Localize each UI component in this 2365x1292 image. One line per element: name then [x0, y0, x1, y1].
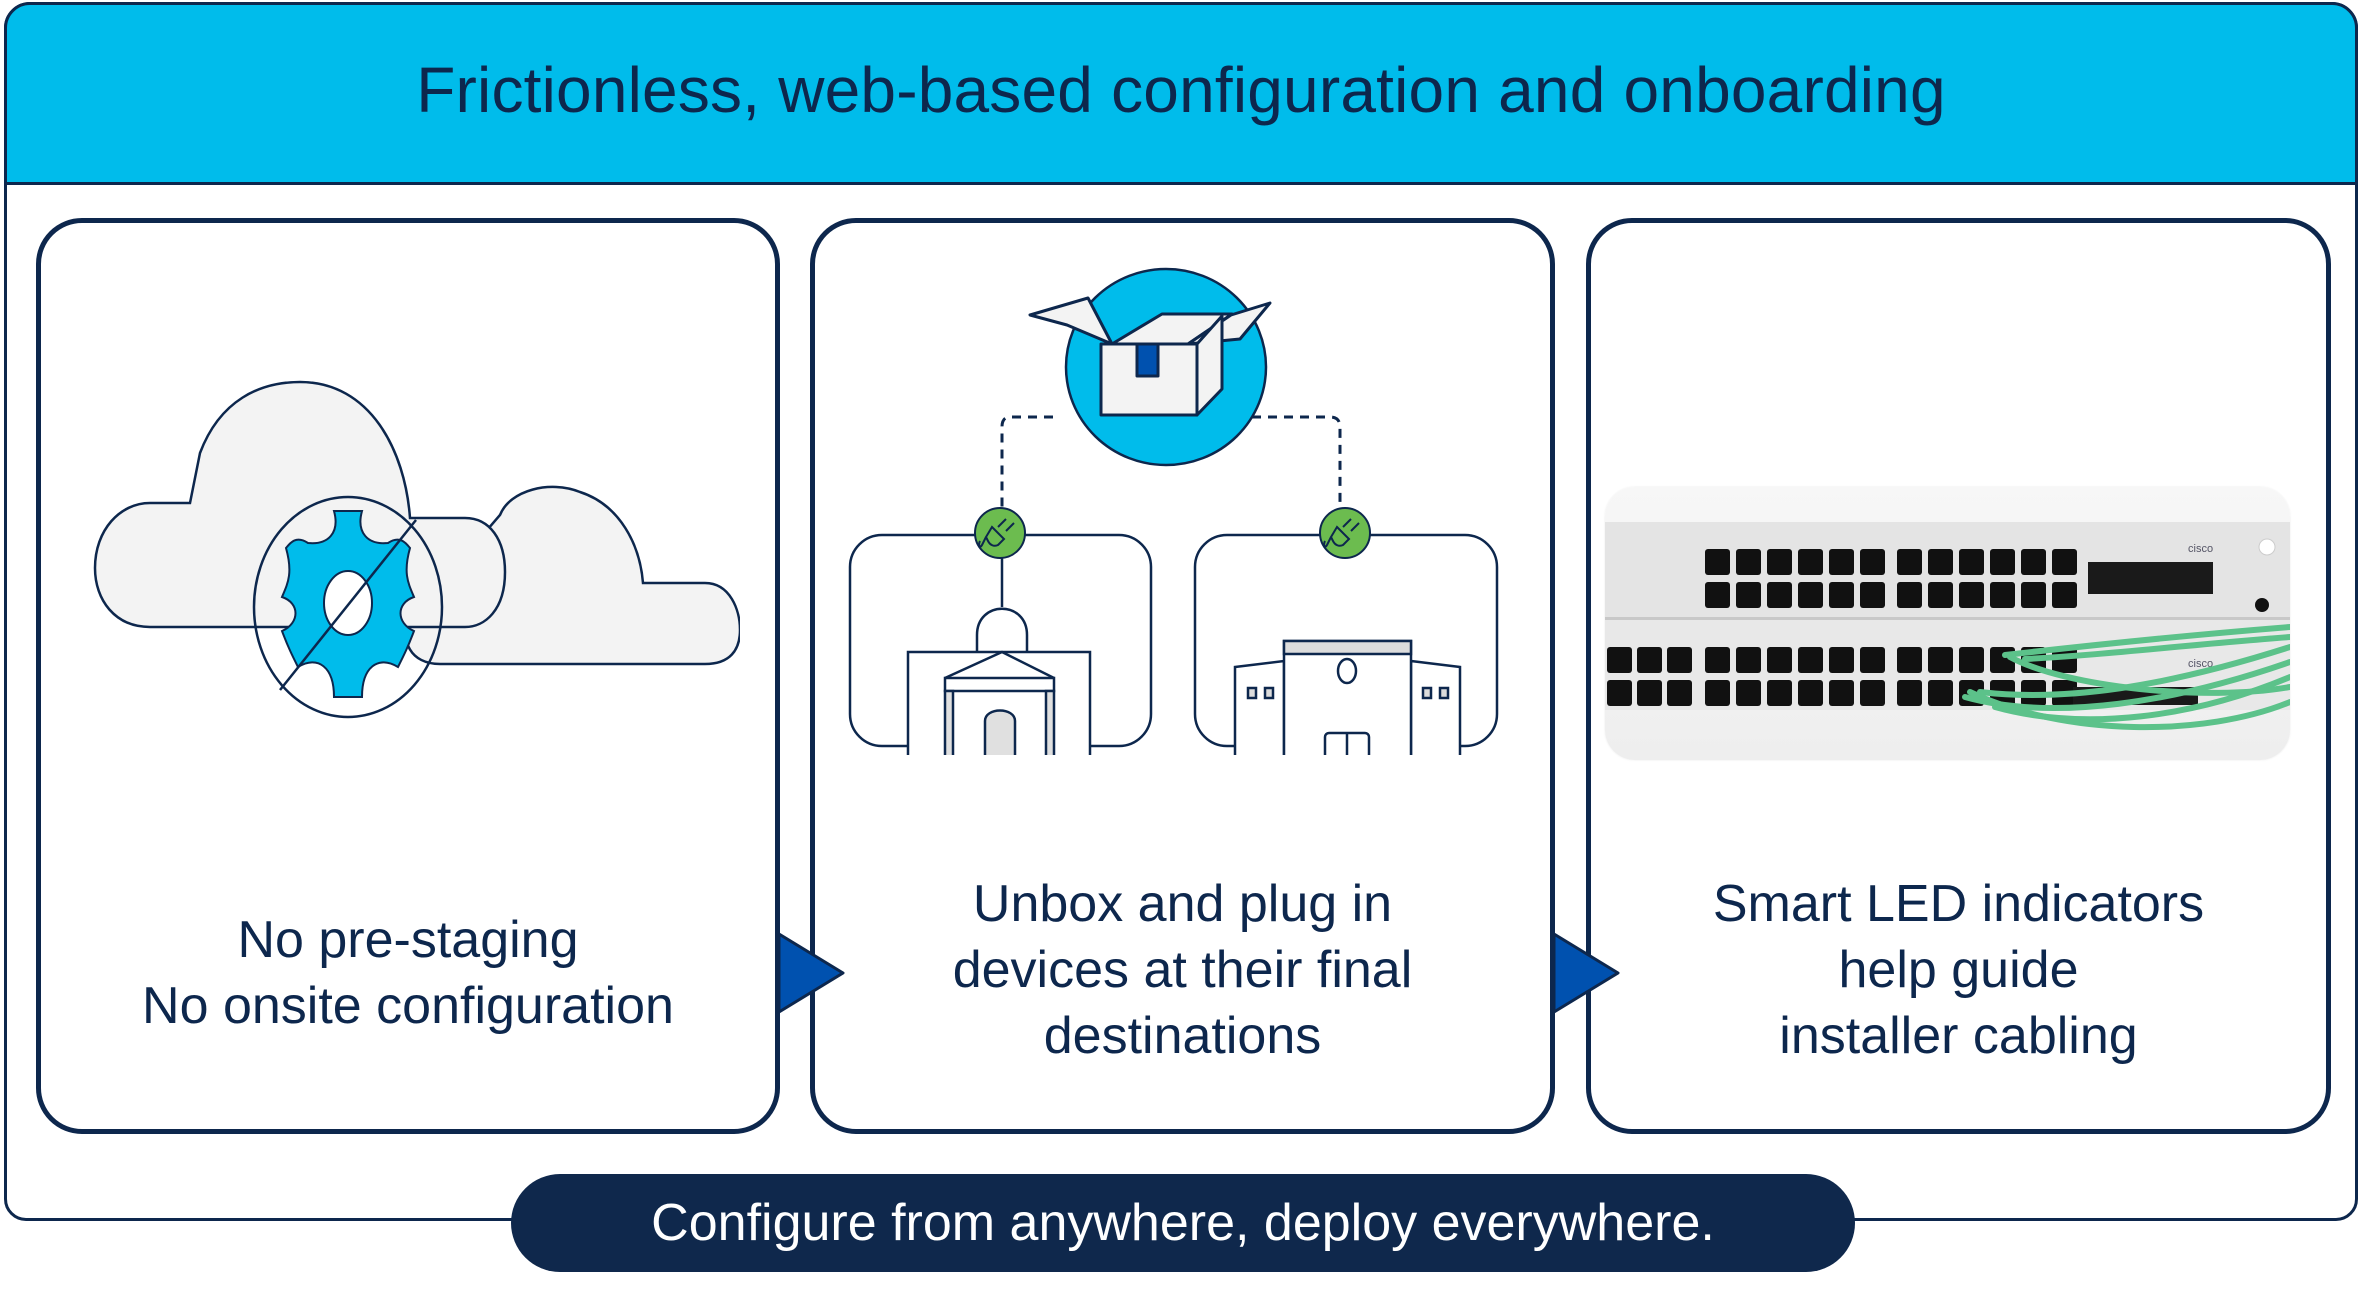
ethernet-port — [1860, 549, 1885, 575]
dashed-connector-right — [1220, 415, 1342, 517]
ethernet-port — [1928, 549, 1953, 575]
ethernet-port — [1928, 680, 1953, 706]
ethernet-port — [1736, 582, 1761, 608]
ethernet-port — [1959, 647, 1984, 673]
ethernet-port — [1798, 582, 1823, 608]
step-card-text: Unbox and plug in devices at their final… — [815, 871, 1550, 1069]
ethernet-port — [1860, 647, 1885, 673]
open-box-icon — [1028, 296, 1272, 417]
plug-icon — [974, 507, 1026, 559]
ethernet-port — [1990, 582, 2015, 608]
step-card-text: No pre-staging No onsite configuration — [41, 907, 775, 1039]
ethernet-port — [1705, 647, 1730, 673]
plug-icon — [1319, 507, 1371, 559]
dashed-connector-left — [1000, 415, 1053, 517]
step-text-line: Unbox and plug in — [972, 875, 1393, 933]
ethernet-port — [1705, 549, 1730, 575]
ethernet-port — [1990, 549, 2015, 575]
ethernet-port — [2021, 549, 2046, 575]
ethernet-port — [1897, 549, 1922, 575]
ethernet-port — [1860, 680, 1885, 706]
step-text-line: No onsite configuration — [142, 977, 674, 1035]
green-cables — [1962, 624, 2290, 731]
ethernet-port — [1667, 680, 1692, 706]
ethernet-port — [1829, 582, 1854, 608]
ethernet-port — [1928, 582, 1953, 608]
brand-label: cisco — [2188, 543, 2213, 555]
step-text-line: destinations — [1043, 1007, 1322, 1065]
step-text-line: Smart LED indicators — [1712, 875, 2205, 933]
step-card-no-prestaging: No pre-staging No onsite configuration — [36, 218, 780, 1134]
unbox-plug-in-icon — [848, 267, 1499, 755]
ethernet-port — [1798, 647, 1823, 673]
ethernet-port — [1705, 680, 1730, 706]
ethernet-port — [1705, 582, 1730, 608]
tagline-pill: Configure from anywhere, deploy everywhe… — [511, 1174, 1855, 1272]
ethernet-port — [1829, 680, 1854, 706]
ethernet-port — [1637, 680, 1662, 706]
ethernet-port — [1607, 680, 1632, 706]
ethernet-port — [1959, 582, 1984, 608]
ethernet-port — [1860, 582, 1885, 608]
ethernet-port — [1767, 680, 1792, 706]
flow-arrow-icon — [777, 932, 845, 1014]
ethernet-port — [1897, 647, 1922, 673]
ethernet-port — [1897, 582, 1922, 608]
ethernet-port — [1767, 647, 1792, 673]
flow-arrow-icon — [1552, 932, 1620, 1014]
step-card-text: Smart LED indicators help guide installe… — [1591, 871, 2326, 1069]
step-text-line: installer cabling — [1779, 1007, 2138, 1065]
ethernet-port — [1897, 680, 1922, 706]
network-switch-illustration: cisco cisco — [1605, 522, 2290, 731]
switch-photo: cisco cisco — [1605, 487, 2290, 760]
ethernet-port — [1637, 647, 1662, 673]
step-text-line: No pre-staging — [237, 911, 579, 969]
cloud-config-prohibited-icon — [93, 380, 740, 719]
ethernet-port — [1767, 549, 1792, 575]
school-building-icon — [1233, 639, 1462, 755]
step-text-line: help guide — [1838, 941, 2079, 999]
port-block-bottom — [1607, 647, 2077, 706]
header-title: Frictionless, web-based configuration an… — [416, 53, 1946, 126]
ethernet-port — [1736, 680, 1761, 706]
ethernet-port — [1736, 647, 1761, 673]
ethernet-port — [1667, 647, 1692, 673]
prohibited-circle — [252, 495, 444, 719]
ethernet-port — [1959, 549, 1984, 575]
ethernet-port — [2052, 582, 2077, 608]
ethernet-port — [1767, 582, 1792, 608]
ethernet-port — [2052, 549, 2077, 575]
brand-label: cisco — [2188, 658, 2213, 670]
ethernet-port — [2021, 582, 2046, 608]
ethernet-port — [1829, 549, 1854, 575]
step-text-line: devices at their final — [952, 941, 1413, 999]
ethernet-port — [1607, 647, 1632, 673]
ethernet-port — [1829, 647, 1854, 673]
ethernet-port — [1928, 647, 1953, 673]
ethernet-port — [1798, 549, 1823, 575]
government-building-icon — [906, 555, 1092, 755]
header-banner: Frictionless, web-based configuration an… — [4, 2, 2358, 185]
port-block-top — [1705, 549, 2077, 608]
ethernet-port — [1736, 549, 1761, 575]
tagline-text: Configure from anywhere, deploy everywhe… — [651, 1194, 1715, 1252]
prohibited-slash — [279, 519, 417, 691]
ethernet-port — [1798, 680, 1823, 706]
